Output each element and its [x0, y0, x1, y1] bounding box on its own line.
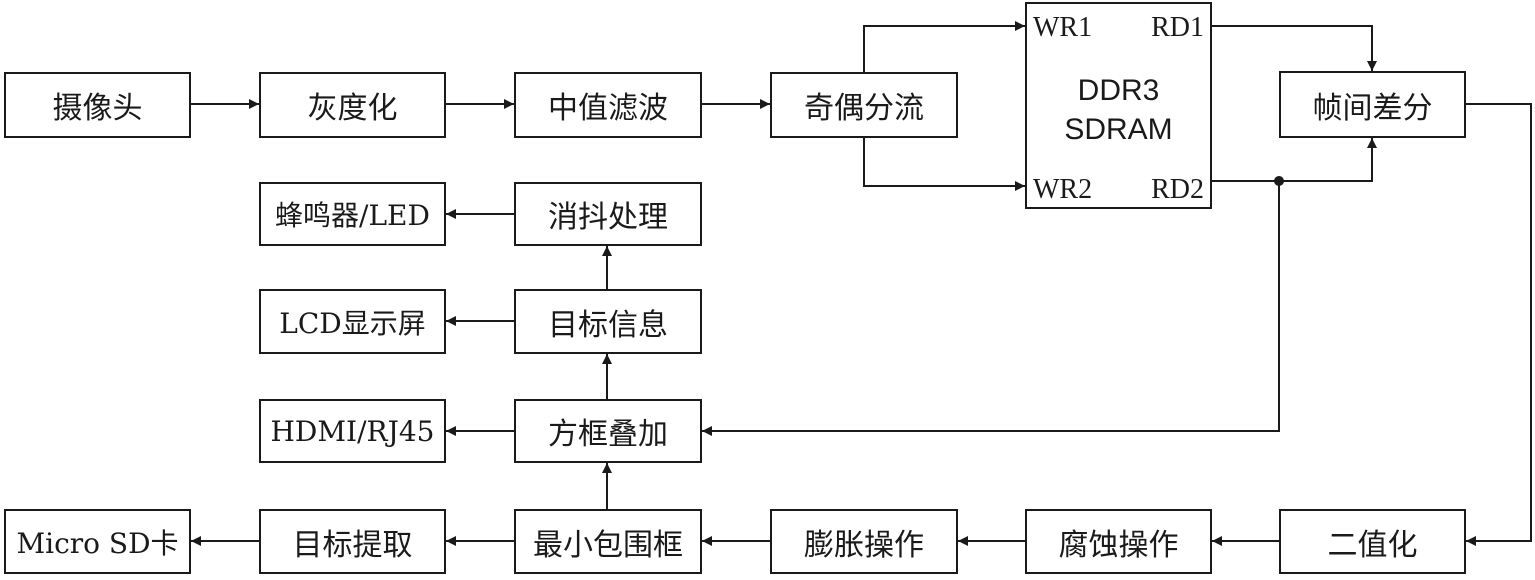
junction-dot	[1274, 176, 1284, 186]
ddr3-sdram-block: WR1 RD1 DDR3 SDRAM WR2 RD2	[1025, 2, 1212, 209]
binarization-block: 二值化	[1279, 509, 1466, 574]
buzzer-led-block: 蜂鸣器/LED	[259, 182, 446, 246]
box-overlay-block: 方框叠加	[514, 399, 702, 463]
erosion-block: 腐蚀操作	[1025, 509, 1212, 574]
rd1-port-label: RD1	[1151, 12, 1204, 43]
median-filter-block: 中值滤波	[514, 72, 702, 138]
frame-difference-block: 帧间差分	[1279, 71, 1466, 138]
debounce-block: 消抖处理	[514, 182, 702, 246]
min-bounding-box-block: 最小包围框	[514, 509, 702, 574]
arrow-difference-to-binarization	[1466, 103, 1532, 546]
grayscale-block: 灰度化	[259, 72, 446, 138]
target-info-block: 目标信息	[514, 289, 702, 354]
dilation-block: 膨胀操作	[770, 509, 958, 574]
rd2-port-label: RD2	[1151, 174, 1204, 205]
odd-even-split-block: 奇偶分流	[770, 72, 958, 138]
wr2-port-label: WR2	[1033, 174, 1093, 205]
target-extract-block: 目标提取	[259, 509, 446, 574]
camera-block: 摄像头	[4, 72, 191, 138]
arrow-rd2-to-overlay	[702, 181, 1280, 436]
ddr-title-line2: SDRAM	[1064, 113, 1173, 146]
hdmi-rj45-block: HDMI/RJ45	[259, 399, 446, 463]
arrow-rd1-to-difference	[1212, 25, 1377, 71]
ddr-title-line1: DDR3	[1077, 74, 1160, 107]
microsd-block: Micro SD卡	[4, 509, 191, 574]
arrow-rd2-to-difference	[1212, 138, 1377, 182]
wr1-port-label: WR1	[1033, 12, 1093, 43]
arrow-split-to-wr2	[863, 138, 1025, 191]
lcd-display-block: LCD显示屏	[259, 289, 446, 354]
arrow-split-to-wr1	[863, 21, 1025, 72]
